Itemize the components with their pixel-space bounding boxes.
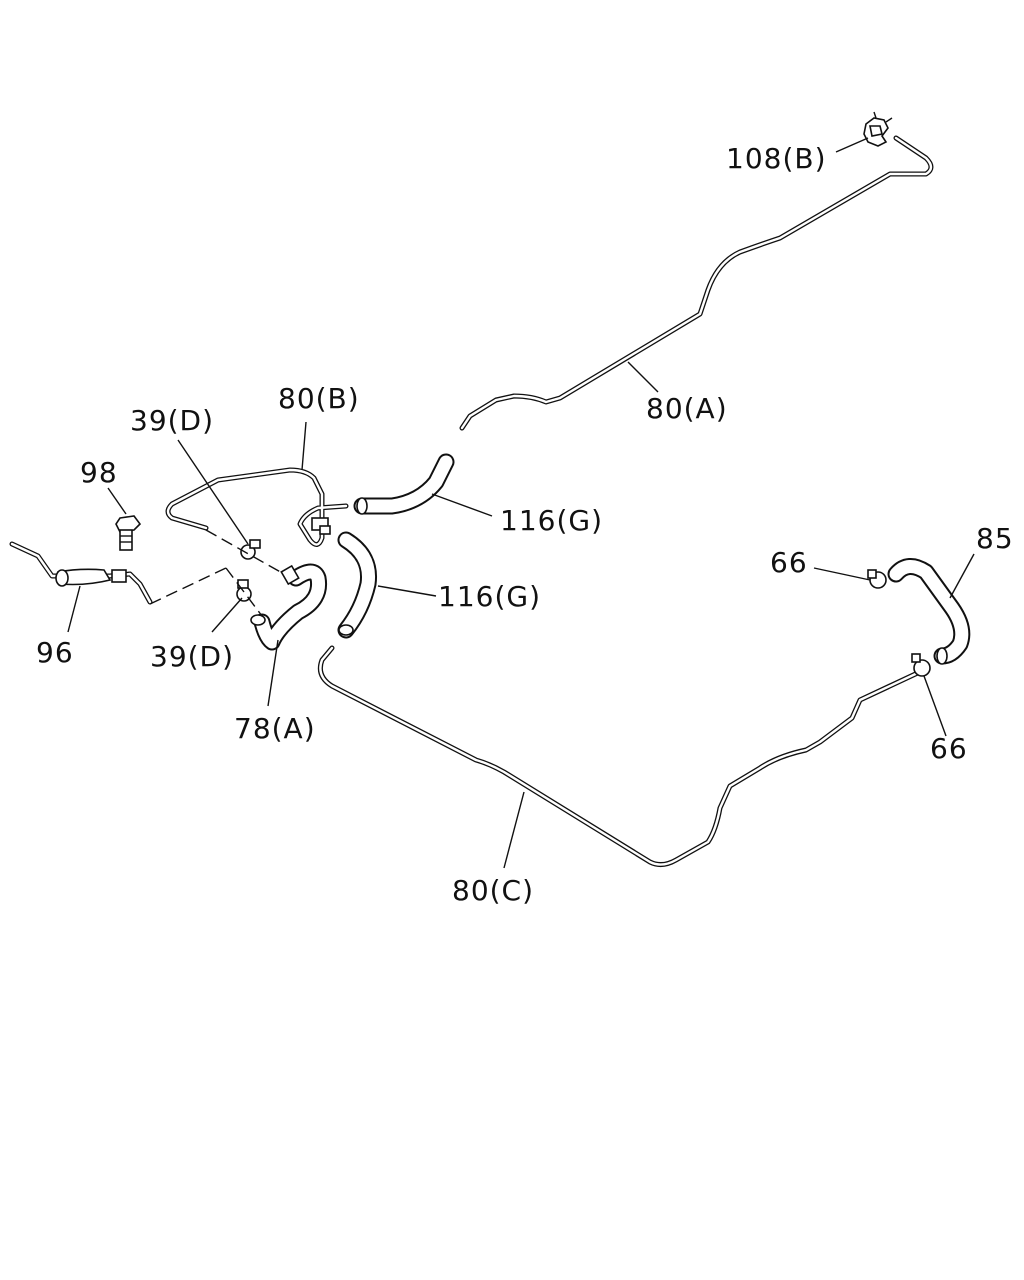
pipe-80a [459,135,934,431]
label-98: 98 [80,456,118,489]
pipe-96 [9,541,153,605]
hose-85 [887,558,971,665]
pipe-80c [317,645,927,868]
clamp-66-right [911,653,931,677]
label-66-left: 66 [770,546,808,579]
label-39d-bottom: 39(D) [150,640,234,673]
assembly-dashed-lines [149,529,285,617]
label-39d-top: 39(D) [130,404,214,437]
leader-lines [67,137,975,869]
callout-labels: 108(B) 80(A) 80(B) 39(D) 98 116(G) 116(G… [36,142,1014,907]
clamp-39d-upper [240,539,261,560]
hose-116g-upper [353,453,455,515]
label-80c: 80(C) [452,874,534,907]
clamp-66-left [867,569,887,589]
label-116g-top: 116(G) [500,504,603,537]
label-66-right: 66 [930,732,968,765]
label-116g-mid: 116(G) [438,580,541,613]
label-78a: 78(A) [234,712,316,745]
hose-116g-middle [337,531,378,639]
label-96: 96 [36,636,74,669]
bolt-98 [115,515,142,551]
pipe-80b [165,467,349,547]
label-85: 85 [976,522,1014,555]
hose-78a [250,563,328,651]
label-80a: 80(A) [646,392,728,425]
clip-108b [863,111,893,147]
label-80b: 80(B) [278,382,360,415]
label-108b: 108(B) [726,142,827,175]
